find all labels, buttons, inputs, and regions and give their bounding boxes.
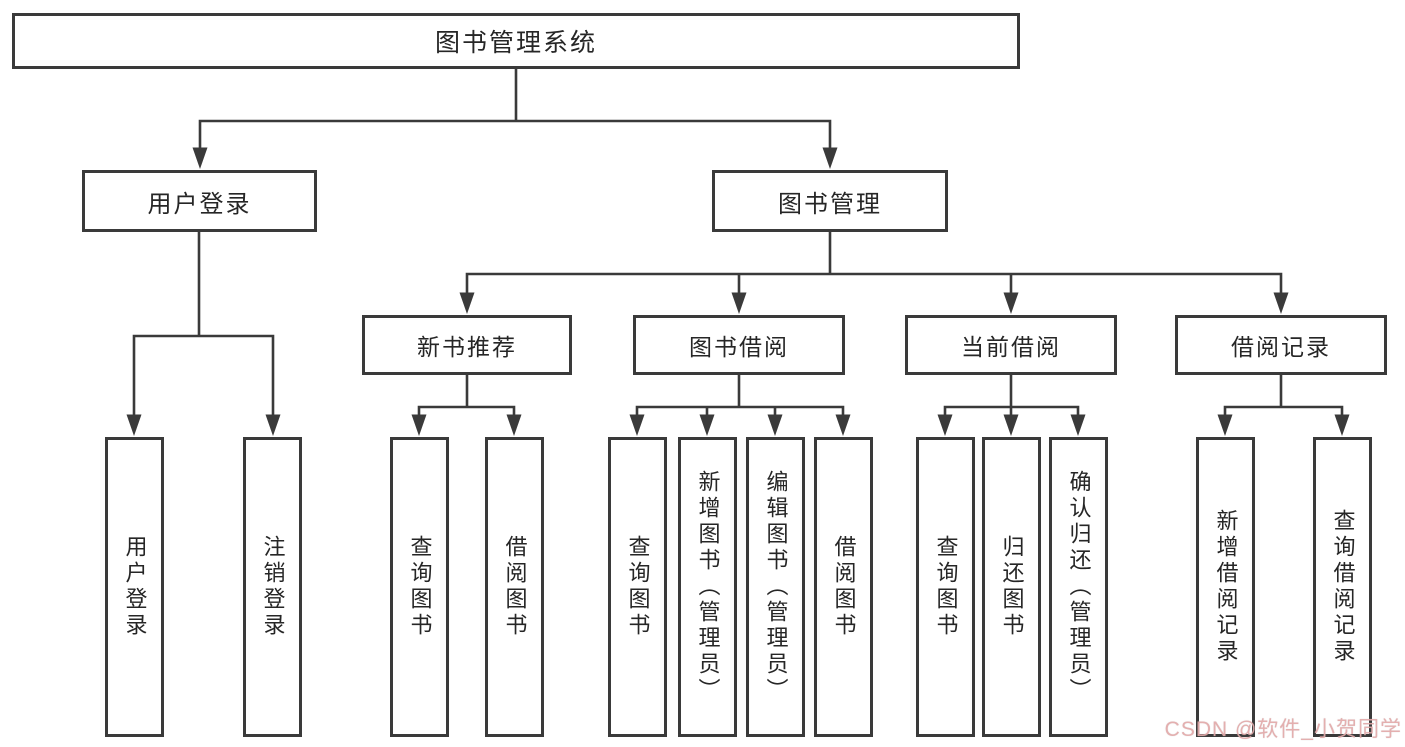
node-query-books-a: 查询图书	[390, 437, 449, 737]
node-book-management-branch: 图书管理	[712, 170, 948, 232]
node-add-book-admin: 新增图书（管理员）	[678, 437, 737, 737]
node-user-login-branch: 用户登录	[82, 170, 317, 232]
node-library-system: 图书管理系统	[12, 13, 1020, 69]
csdn-watermark: CSDN @软件_小贺同学	[1164, 718, 1402, 741]
node-new-book-recommendation: 新书推荐	[362, 315, 572, 375]
node-add-borrow-record: 新增借阅记录	[1196, 437, 1255, 737]
node-borrowing-records: 借阅记录	[1175, 315, 1387, 375]
node-book-borrowing: 图书借阅	[633, 315, 845, 375]
node-borrow-books-b: 借阅图书	[814, 437, 873, 737]
node-query-books-b: 查询图书	[608, 437, 667, 737]
node-query-books-c: 查询图书	[916, 437, 975, 737]
node-borrow-books-a: 借阅图书	[485, 437, 544, 737]
node-current-borrowing: 当前借阅	[905, 315, 1117, 375]
node-query-borrow-record: 查询借阅记录	[1313, 437, 1372, 737]
node-confirm-return-admin: 确认归还（管理员）	[1049, 437, 1108, 737]
node-user-login: 用户登录	[105, 437, 164, 737]
node-edit-book-admin: 编辑图书（管理员）	[746, 437, 805, 737]
arrowheads	[126, 147, 1350, 436]
node-return-books: 归还图书	[982, 437, 1041, 737]
node-logout: 注销登录	[243, 437, 302, 737]
